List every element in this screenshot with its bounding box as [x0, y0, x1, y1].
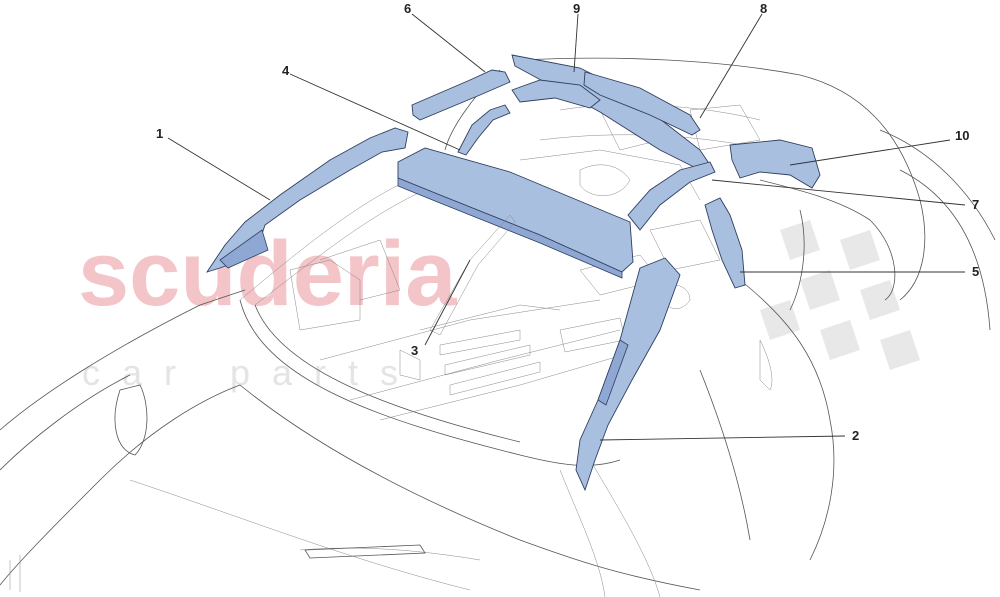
callout-2[interactable]: 2	[852, 428, 859, 443]
leader-2	[599, 435, 846, 441]
part-5-b-pillar[interactable]	[704, 197, 746, 289]
leader-10	[789, 139, 951, 166]
callout-6[interactable]: 6	[404, 1, 411, 16]
part-8-rear-rail[interactable]	[583, 71, 701, 136]
callout-7[interactable]: 7	[972, 197, 979, 212]
callout-3[interactable]: 3	[411, 343, 418, 358]
highlighted-parts	[205, 54, 821, 492]
leader-1	[167, 137, 271, 201]
callout-4[interactable]: 4	[282, 63, 290, 78]
callout-5[interactable]: 5	[972, 264, 979, 279]
part-10-rear-bracket[interactable]	[729, 139, 821, 189]
callout-8[interactable]: 8	[760, 1, 767, 16]
watermark-brand: scuderia	[78, 223, 457, 325]
part-roof-pillar-left[interactable]	[457, 104, 511, 156]
part-7-roll-bow[interactable]	[627, 161, 716, 231]
leader-7	[711, 179, 966, 206]
leader-4	[289, 73, 461, 151]
callout-1[interactable]: 1	[156, 126, 163, 141]
leader-6	[411, 13, 486, 73]
leader-8	[699, 13, 763, 119]
checkered-flag-icon	[760, 220, 920, 370]
leader-3	[424, 259, 471, 346]
callout-10[interactable]: 10	[955, 128, 969, 143]
part-2-a-pillar-right[interactable]	[575, 257, 681, 492]
leader-9	[573, 13, 579, 73]
callout-9[interactable]: 9	[573, 1, 580, 16]
part-6-upper-rail[interactable]	[411, 69, 511, 121]
watermark: scuderia car parts	[78, 220, 920, 393]
callouts: 1 2 3 4 5 6 7 8 9 10	[156, 1, 979, 443]
